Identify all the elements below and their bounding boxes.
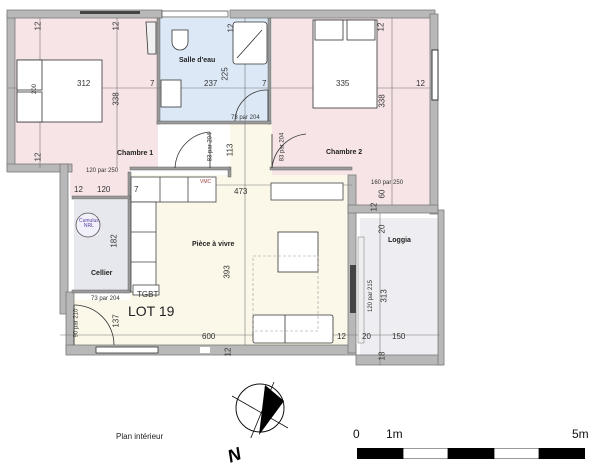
dim-wall-18: 18 [377, 351, 387, 361]
room-label-salle-eau: Salle d'eau [179, 57, 216, 64]
dim-wall-12-loggia: 12 [369, 202, 379, 212]
dim-wall-20-loggia-top: 20 [377, 224, 387, 234]
dim-wall-12-sde: 12 [226, 23, 236, 33]
room-label-piece-vivre: Pièce à vivre [192, 241, 235, 248]
dim-door-ch1: 83 par 204 [207, 132, 214, 162]
room-label-chambre1: Chambre 1 [117, 150, 154, 157]
dim-closet: 120 [97, 185, 111, 194]
dim-wall-12-closet: 12 [74, 185, 83, 194]
compass [230, 378, 290, 441]
room-label-chambre2: Chambre 2 [326, 149, 363, 156]
dim-entry-door: 90 par 210 [73, 308, 80, 338]
dim-wall-12-bottom: 12 [223, 347, 233, 357]
dim-wall-12-bottom-left: 12 [33, 152, 43, 162]
room-label-cellier: Cellier [91, 270, 113, 277]
dim-window-ch2: 160 par 250 [371, 180, 404, 186]
dim-chambre2-width: 335 [336, 79, 350, 88]
dim-chambre1-depth: 338 [111, 92, 121, 106]
dim-total-width: 600 [202, 332, 216, 341]
north-label: N [224, 443, 244, 467]
dim-living-depth: 393 [222, 265, 232, 279]
dim-cellier-depth: 182 [109, 234, 119, 248]
closet-ch2-floor [352, 175, 430, 205]
lot-number: LOT 19 [128, 303, 175, 319]
scale-label-5m: 5m [572, 427, 589, 441]
dim-wall-12-top-left: 12 [33, 21, 43, 31]
closet-ch1-floor [70, 168, 130, 196]
dim-wall-20-loggia: 20 [362, 332, 371, 341]
corridor-floor [230, 123, 272, 178]
dim-living-width: 473 [234, 187, 248, 196]
dim-bed: 200 [32, 83, 39, 95]
scale-label-1m: 1m [386, 427, 403, 441]
scale-bar [357, 446, 585, 460]
dim-door-ch2: 83 par 204 [279, 132, 286, 162]
cumulus-label: Cumulus NRL [79, 218, 99, 229]
dim-wall-12-living-right: 12 [337, 332, 346, 341]
dim-salle-eau-width: 237 [204, 79, 218, 88]
dim-wall-60: 60 [377, 189, 387, 199]
scale-bar-graphic [357, 447, 585, 460]
dim-window-ch1: 120 par 250 [86, 168, 119, 174]
compass-icon [231, 381, 289, 441]
dim-wall-12-top: 12 [111, 21, 121, 31]
plan-title: Plan intérieur [116, 432, 164, 441]
dim-wall-7-sde-left: 7 [150, 79, 155, 88]
dim-loggia-depth: 313 [379, 289, 389, 303]
dim-chambre1-width: 312 [77, 79, 91, 88]
room-label-loggia: Loggia [388, 237, 411, 244]
dim-loggia-width: 150 [392, 332, 406, 341]
dim-entree-depth: 137 [111, 314, 121, 328]
loggia-floor [360, 218, 438, 363]
entry-floor [72, 300, 132, 345]
dim-sde-door: 73 par 204 [231, 115, 260, 121]
dim-salle-eau-depth: 225 [220, 67, 230, 81]
floor-plan-drawing [6, 9, 445, 366]
dim-corridor: 113 [225, 143, 235, 157]
dim-wall-7-sde-right: 7 [262, 79, 267, 88]
vmc-label: VMC [200, 179, 212, 185]
dim-chambre2-depth: 338 [377, 94, 387, 108]
dim-wall-12-ch2: 12 [376, 22, 386, 32]
dim-cellier-door: 73 par 204 [91, 296, 120, 302]
cellier-floor [74, 200, 128, 292]
dim-loggia-door: 120 par 215 [368, 279, 375, 313]
floor-plan: Chambre 1 Salle d'eau Chambre 2 Pièce à … [6, 9, 445, 366]
dim-wall-7-closet: 7 [134, 185, 139, 194]
dim-wall-12-ch2-right: 12 [416, 79, 425, 88]
scale-label-0: 0 [353, 427, 360, 441]
tgbt-label: TGBT [137, 290, 159, 299]
